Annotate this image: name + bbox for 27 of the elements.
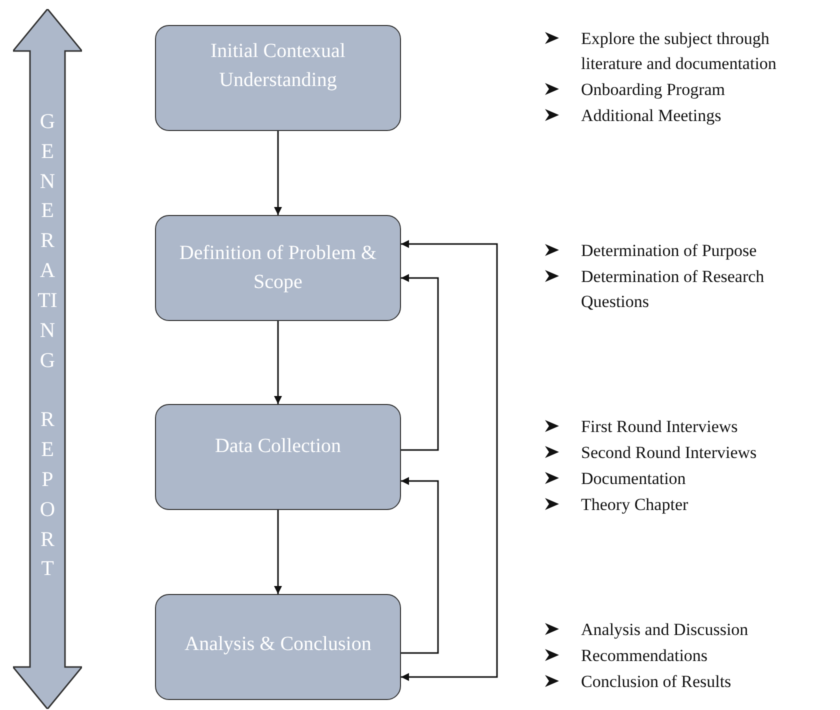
process-box: [155, 25, 401, 131]
arrow: [274, 321, 282, 404]
arrow: [401, 477, 439, 654]
list-item-text: Determination of Purpose: [581, 240, 757, 262]
process-box: [155, 594, 401, 700]
list-item-text: Determination of Research Questions: [581, 266, 766, 313]
box-title: Definition of Problem & Scope: [178, 241, 378, 295]
process-box: [155, 404, 401, 510]
list-item-text: Explore the subject through literature and documentation: [581, 28, 778, 75]
list-item-text: Documentation: [581, 468, 686, 490]
vertical-label: GENERATING REPORT: [37, 108, 58, 582]
arrow: [274, 510, 282, 594]
box-title: Data Collection: [214, 434, 342, 458]
arrow: [401, 240, 498, 681]
list-item-text: Conclusion of Results: [581, 671, 732, 693]
list-item-text: Second Round Interviews: [581, 442, 757, 464]
arrow: [274, 131, 282, 215]
list-item-text: Theory Chapter: [581, 494, 688, 516]
box-title: Initial Contexual Understanding: [210, 39, 346, 93]
list-item-text: Analysis and Discussion: [581, 619, 748, 641]
arrow: [401, 274, 439, 451]
list-item-text: Onboarding Program: [581, 79, 726, 101]
list-item-text: First Round Interviews: [581, 416, 738, 438]
process-box: [155, 215, 401, 321]
box-title: Analysis & Conclusion: [184, 632, 372, 656]
list-item-text: Additional Meetings: [581, 105, 722, 127]
list-item-text: Recommendations: [581, 645, 708, 667]
